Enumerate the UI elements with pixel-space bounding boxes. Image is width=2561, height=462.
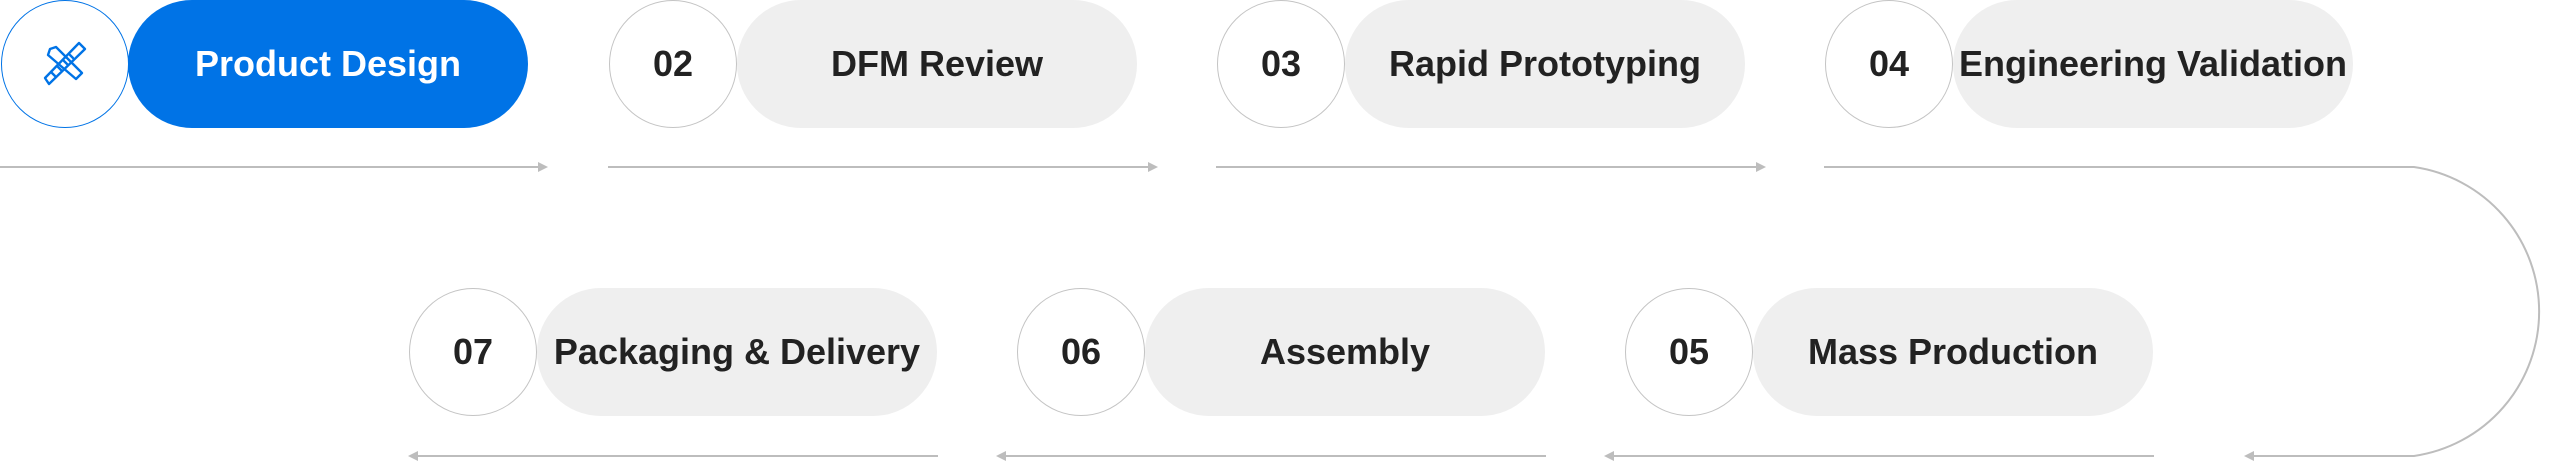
return-curve: [1824, 166, 2541, 457]
step-6-label: Assembly: [1145, 288, 1545, 416]
step-1-label: Product Design: [128, 0, 528, 128]
step-6-number: 06: [1017, 288, 1145, 416]
step-3-label: Rapid Prototyping: [1345, 0, 1745, 128]
step-2-label: DFM Review: [737, 0, 1137, 128]
step-7-number: 07: [409, 288, 537, 416]
step-3-number: 03: [1217, 0, 1345, 128]
step-5-number: 05: [1625, 288, 1753, 416]
step-2-number: 02: [609, 0, 737, 128]
arrowhead-4: [2244, 451, 2254, 461]
pencil-ruler-icon: [43, 41, 87, 86]
arrowhead-2: [1148, 162, 1158, 172]
step-4-number: 04: [1825, 0, 1953, 128]
step-4-label: Engineering Validation: [1953, 0, 2353, 128]
step-5-label: Mass Production: [1753, 288, 2153, 416]
arrowhead-7: [408, 451, 418, 461]
arrowhead-5: [1604, 451, 1614, 461]
arrowhead-6: [996, 451, 1006, 461]
arrowhead-1: [538, 162, 548, 172]
step-7-label: Packaging & Delivery: [537, 288, 937, 416]
arrowhead-3: [1756, 162, 1766, 172]
step-1-badge: [1, 0, 129, 128]
